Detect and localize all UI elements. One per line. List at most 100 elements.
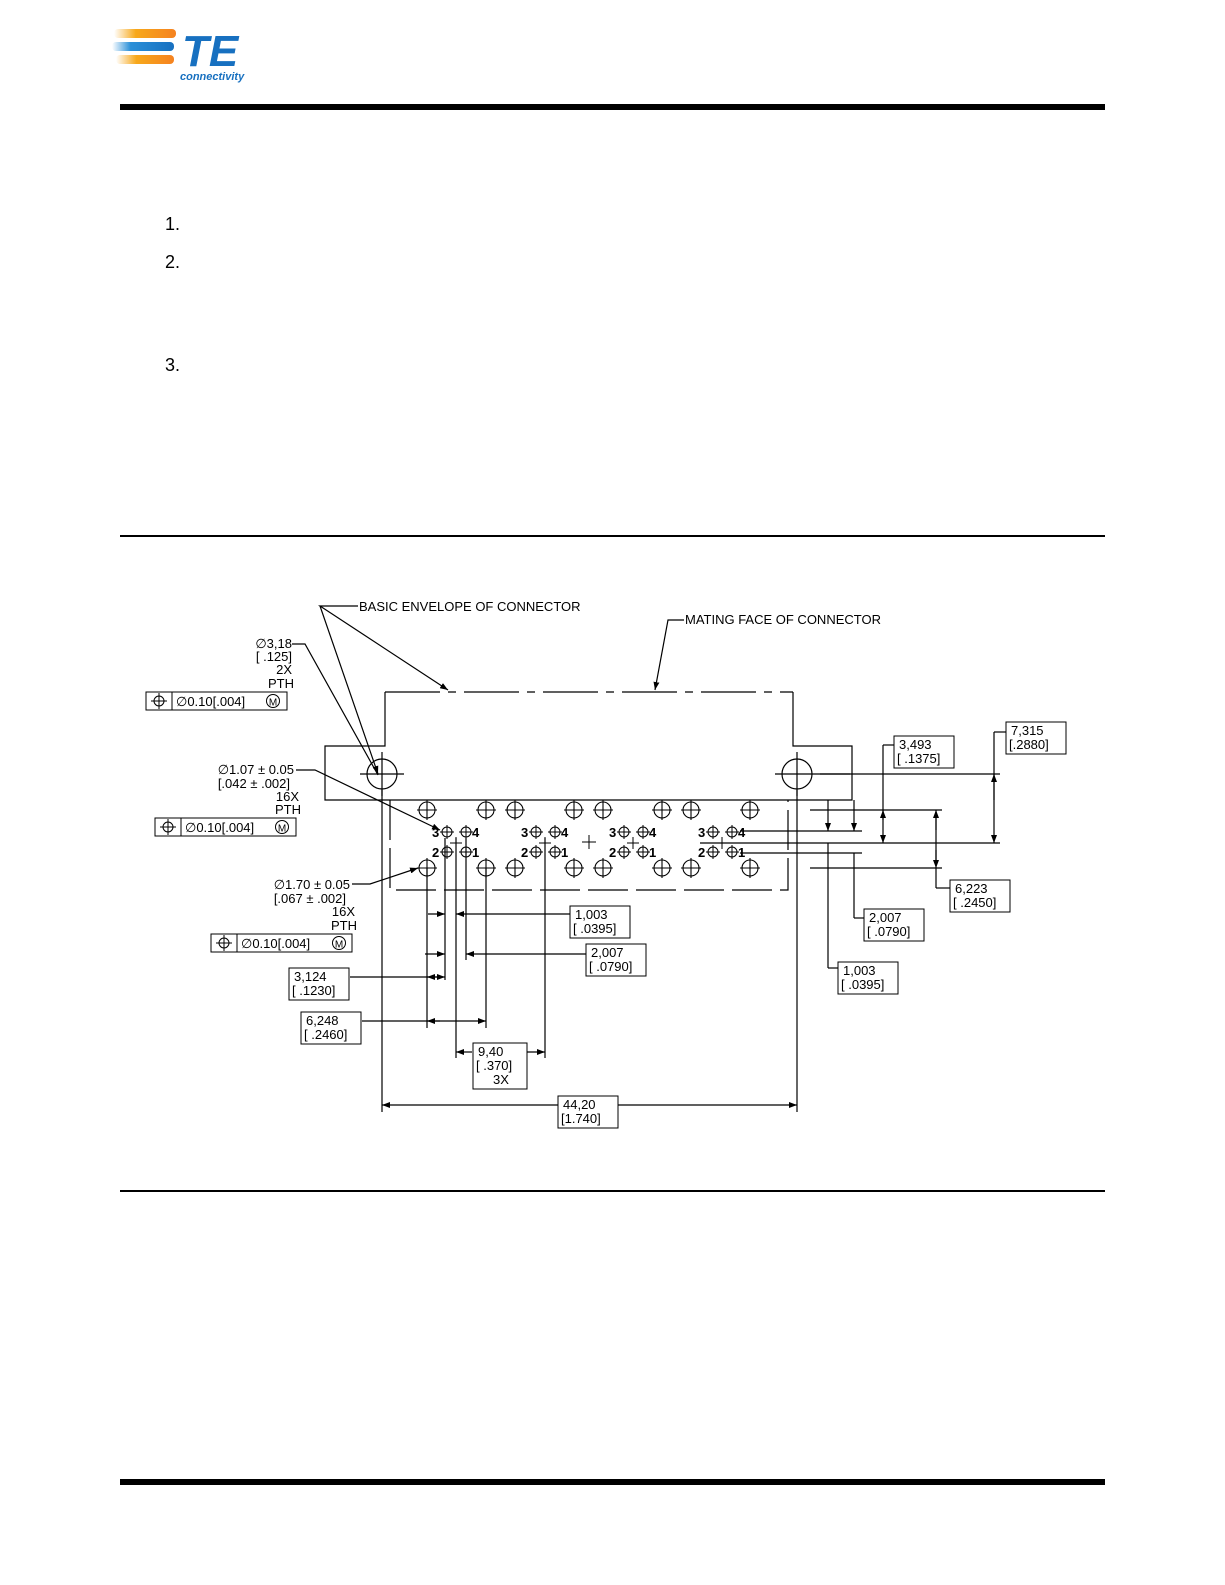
- pin-label-4: 4: [472, 825, 480, 840]
- pin-label-2: 2: [609, 845, 616, 860]
- dim-box-2007-left: [585, 943, 647, 977]
- pin-group-1: [440, 825, 473, 859]
- fcf-tolerance: ∅0.10[.004]: [241, 936, 310, 951]
- dim-value: 2,007: [869, 910, 902, 925]
- dimension-values: 1,003 [ .0395] 2,007 [ .0790] 3,124 [ .1…: [292, 723, 1049, 1126]
- hole-170: [476, 800, 496, 820]
- mating-face-leader: [653, 619, 684, 691]
- envelope-leader: [317, 605, 449, 691]
- dim-value: 7,315: [1011, 723, 1044, 738]
- pin-label-2: 2: [432, 845, 439, 860]
- connector-center-mark: [582, 835, 596, 849]
- pin-label-3: 3: [698, 825, 705, 840]
- pin-label-3: 3: [521, 825, 528, 840]
- dim-value-inch: [ .0790]: [867, 924, 910, 939]
- dim-box-940: [472, 1042, 528, 1090]
- hole-170: [564, 858, 584, 878]
- pin-group-4: [706, 825, 739, 859]
- pin-group-2: [529, 825, 562, 859]
- pin-label-3: 3: [432, 825, 439, 840]
- dim-value-inch: [ .0790]: [589, 959, 632, 974]
- dim-value: 6,223: [955, 881, 988, 896]
- dim-box-7315: [1005, 721, 1067, 755]
- pin-label-4: 4: [738, 825, 746, 840]
- logo-graphic: TE connectivity: [112, 27, 245, 83]
- logo-wordmark: TE: [182, 28, 240, 76]
- hole-107-note: ∅1.07 ± 0.05 [.042 ± .002] 16X PTH ∅0.10…: [154, 762, 301, 837]
- pin-label-1: 1: [738, 845, 745, 860]
- pin-number-labels: 3 4 2 1 3 4 2 1 3 4 2 1 3 4 2 1: [432, 825, 746, 860]
- feature-control-frame: ∅0.10[.004] M: [145, 691, 288, 711]
- pin-label-4: 4: [649, 825, 657, 840]
- envelope-callout: BASIC ENVELOPE OF CONNECTOR: [359, 599, 581, 614]
- logo-tagline: connectivity: [180, 71, 245, 83]
- dim-value-inch: [ .0395]: [841, 977, 884, 992]
- dim-value-inch: [ .2460]: [304, 1027, 347, 1042]
- hole-170: [593, 858, 613, 878]
- blue-stripe: [112, 42, 174, 51]
- hole-318-inch: [ .125]: [256, 649, 292, 664]
- hole-170-inch: [.067 ± .002]: [274, 891, 346, 906]
- orange-stripe-bottom: [116, 55, 174, 64]
- dim-box-6223: [949, 879, 1011, 913]
- feature-control-frame: ∅0.10[.004] M: [154, 817, 297, 837]
- dim-box-1003-left: [569, 905, 631, 939]
- hole-170: [505, 858, 525, 878]
- dim-value-inch: [ .0395]: [573, 921, 616, 936]
- pin-label-2: 2: [698, 845, 705, 860]
- hole-170: [505, 800, 525, 820]
- envelope-lower-dashed: [389, 800, 789, 891]
- mmc-symbol: M: [269, 698, 277, 709]
- hole170-leader: [352, 867, 419, 885]
- dim-value: 1,003: [575, 907, 608, 922]
- hole-318-note: ∅3,18 [ .125] 2X PTH ∅0.10[.004] M: [145, 636, 294, 711]
- hole-107-inch: [.042 ± .002]: [218, 776, 290, 791]
- dim-value-inch: [ .370]: [476, 1058, 512, 1073]
- hole-107-diameter: ∅1.07 ± 0.05: [218, 762, 294, 777]
- pin-label-2: 2: [521, 845, 528, 860]
- dim-box-3124: [288, 967, 350, 1001]
- section-rule-top: [120, 535, 1105, 537]
- hole-170: [417, 858, 437, 878]
- hole-318-type: PTH: [268, 676, 294, 691]
- hole-170-note: ∅1.70 ± 0.05 [.067 ± .002] 16X PTH ∅0.10…: [210, 877, 357, 953]
- pin-label-1: 1: [561, 845, 568, 860]
- dim-value-inch: [1.740]: [561, 1111, 601, 1126]
- small-hole-array: [440, 825, 739, 859]
- hole-170: [593, 800, 613, 820]
- hole-170: [652, 800, 672, 820]
- hole-170-qty: 16X: [332, 904, 355, 919]
- mmc-symbol: M: [335, 940, 343, 951]
- footer-rule: [120, 1479, 1105, 1485]
- envelope-leader-2: [319, 605, 379, 775]
- dim-qty: 3X: [493, 1072, 509, 1087]
- dim-box-1003-right: [837, 961, 899, 995]
- mmc-symbol: M: [278, 824, 286, 835]
- dim-box-2007-right: [863, 908, 925, 942]
- pin-label-1: 1: [472, 845, 479, 860]
- hole-170: [740, 858, 760, 878]
- mating-face-callout: MATING FACE OF CONNECTOR: [685, 612, 881, 627]
- fcf-tolerance: ∅0.10[.004]: [176, 694, 245, 709]
- dim-value-inch: [ .1230]: [292, 983, 335, 998]
- hole-318-qty: 2X: [276, 662, 292, 677]
- large-hole-array: [417, 800, 760, 878]
- hole-318-diameter: ∅3,18: [255, 636, 292, 651]
- hole-170: [417, 800, 437, 820]
- mmc-icon: [332, 936, 346, 950]
- pin-label-4: 4: [561, 825, 569, 840]
- dim-value: 9,40: [478, 1044, 503, 1059]
- hole-170: [681, 800, 701, 820]
- dim-value-inch: [ .2450]: [953, 895, 996, 910]
- connector-outline: [324, 692, 853, 801]
- hole-170: [652, 858, 672, 878]
- dim-value: 3,493: [899, 737, 932, 752]
- feature-control-frame: ∅0.10[.004] M: [210, 933, 353, 953]
- dim-value-inch: [ .1375]: [897, 751, 940, 766]
- pin-label-3: 3: [609, 825, 616, 840]
- fcf-tolerance: ∅0.10[.004]: [185, 820, 254, 835]
- hole-170: [564, 800, 584, 820]
- mmc-icon: [275, 820, 289, 834]
- pin-group-3: [617, 825, 650, 859]
- hole-107-qty: 16X: [276, 789, 299, 804]
